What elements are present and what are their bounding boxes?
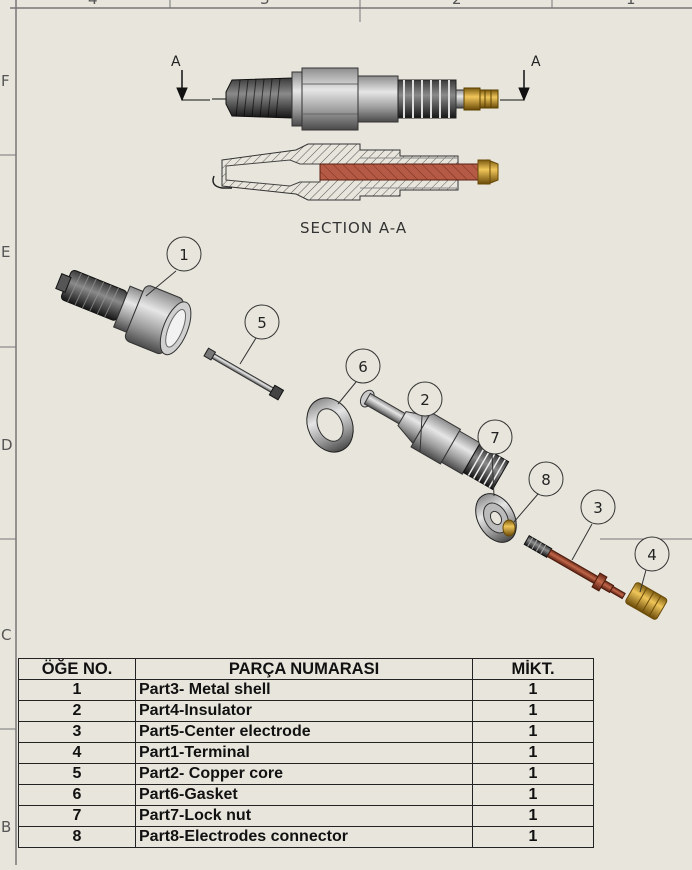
bom-item-no: 3 — [18, 721, 136, 743]
bom-qty: 1 — [472, 742, 594, 764]
balloon-3: 3 — [580, 489, 616, 525]
bom-item-no: 2 — [18, 700, 136, 722]
bom-header-item-no: ÖĞE NO. — [18, 658, 136, 680]
balloon-8-label: 8 — [541, 471, 551, 489]
balloon-6: 6 — [345, 348, 381, 384]
balloon-1-label: 1 — [179, 246, 189, 264]
bom-item-no: 8 — [18, 826, 136, 848]
section-a-a-view — [212, 143, 499, 201]
zone-col-1: 1 — [626, 0, 636, 8]
part-insulator — [359, 389, 510, 491]
bom-header-part-no: PARÇA NUMARASI — [135, 658, 473, 680]
balloon-2: 2 — [407, 381, 443, 417]
zone-row-c: C — [1, 626, 12, 644]
section-marker-left: A — [171, 54, 181, 70]
section-caption: SECTION A-A — [300, 219, 408, 237]
table-row: 1 Part3- Metal shell 1 — [18, 679, 594, 701]
bom-qty: 1 — [472, 721, 594, 743]
zone-col-3: 3 — [260, 0, 270, 8]
bom-qty: 1 — [472, 679, 594, 701]
part-terminal — [625, 582, 668, 620]
bom-part-name: Part4-Insulator — [135, 700, 473, 722]
bom-item-no: 6 — [18, 784, 136, 806]
part-metal-shell — [55, 269, 192, 356]
balloon-4-label: 4 — [647, 546, 657, 564]
bom-part-name: Part3- Metal shell — [135, 679, 473, 701]
balloon-leaders — [145, 270, 647, 593]
table-row: 7 Part7-Lock nut 1 — [18, 805, 594, 827]
table-row: 6 Part6-Gasket 1 — [18, 784, 594, 806]
bom-qty: 1 — [472, 763, 594, 785]
balloon-2-label: 2 — [420, 391, 430, 409]
bom-qty: 1 — [472, 805, 594, 827]
part-gasket — [306, 397, 354, 453]
section-marker-right: A — [531, 54, 541, 70]
balloon-8: 8 — [528, 461, 564, 497]
bom-header-qty: MİKT. — [472, 658, 594, 680]
bom-item-no: 7 — [18, 805, 136, 827]
bom-part-name: Part8-Electrodes connector — [135, 826, 473, 848]
zone-row-e: E — [1, 243, 11, 261]
part-copper-core — [203, 347, 285, 401]
balloon-7-label: 7 — [490, 429, 500, 447]
bom-part-name: Part5-Center electrode — [135, 721, 473, 743]
balloon-1: 1 — [166, 236, 202, 272]
zone-row-f: F — [1, 72, 10, 90]
table-row: 8 Part8-Electrodes connector 1 — [18, 826, 594, 848]
part-center-electrode — [523, 534, 626, 600]
section-line-markers — [176, 70, 530, 102]
table-row: 4 Part1-Terminal 1 — [18, 742, 594, 764]
bom-part-name: Part2- Copper core — [135, 763, 473, 785]
zone-row-b: B — [1, 818, 12, 836]
zone-col-2: 2 — [452, 0, 462, 8]
part-electrodes-connector — [502, 519, 516, 537]
bom-item-no: 4 — [18, 742, 136, 764]
bom-qty: 1 — [472, 700, 594, 722]
bom-item-no: 5 — [18, 763, 136, 785]
balloon-5: 5 — [244, 304, 280, 340]
bom-part-name: Part6-Gasket — [135, 784, 473, 806]
balloon-7: 7 — [477, 419, 513, 455]
balloon-3-label: 3 — [593, 499, 603, 517]
balloon-5-label: 5 — [257, 314, 267, 332]
bom-qty: 1 — [472, 784, 594, 806]
bom-header-row: ÖĞE NO. PARÇA NUMARASI MİKT. — [18, 658, 594, 680]
bill-of-materials-table: ÖĞE NO. PARÇA NUMARASI MİKT. 1 Part3- Me… — [18, 658, 594, 848]
part-lock-nut — [475, 493, 517, 543]
bom-item-no: 1 — [18, 679, 136, 701]
balloon-6-label: 6 — [358, 358, 368, 376]
balloon-4: 4 — [634, 536, 670, 572]
table-row: 5 Part2- Copper core 1 — [18, 763, 594, 785]
bom-part-name: Part1-Terminal — [135, 742, 473, 764]
zone-row-d: D — [1, 436, 13, 454]
bom-part-name: Part7-Lock nut — [135, 805, 473, 827]
zone-col-4: 4 — [88, 0, 98, 8]
bom-qty: 1 — [472, 826, 594, 848]
table-row: 2 Part4-Insulator 1 — [18, 700, 594, 722]
spark-plug-exterior-view — [212, 67, 499, 131]
table-row: 3 Part5-Center electrode 1 — [18, 721, 594, 743]
